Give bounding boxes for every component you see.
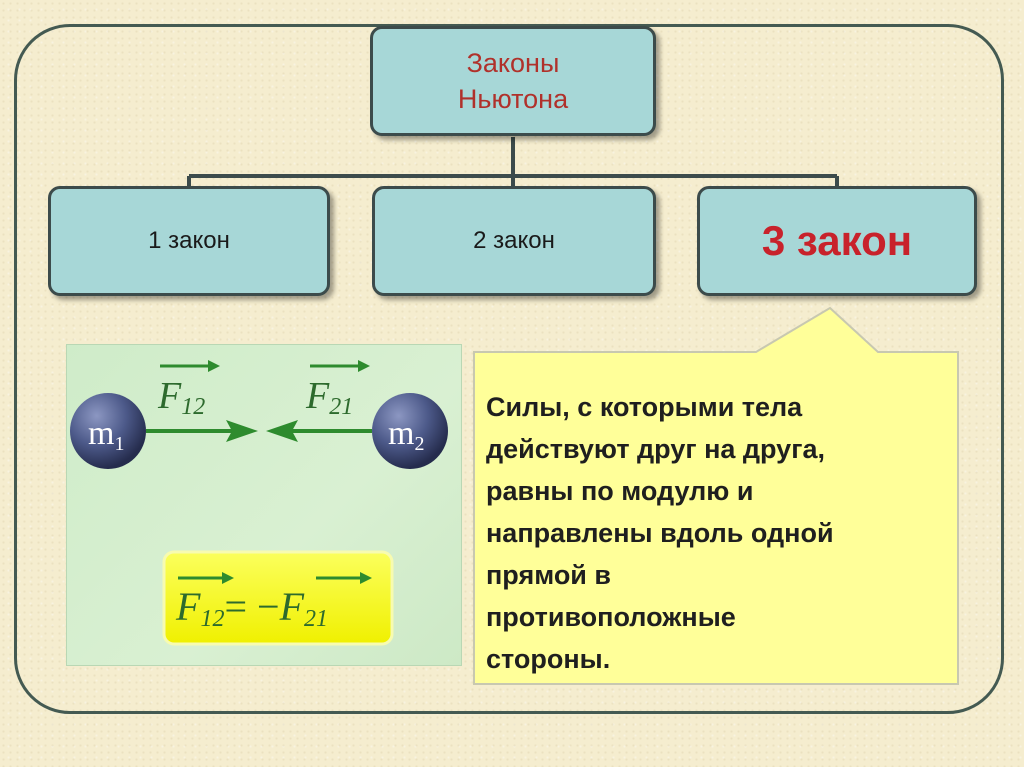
svg-text:F12: F12 <box>157 375 205 420</box>
force-12-vector-label: F12 <box>157 360 220 420</box>
force-21-vector-label: F21 <box>305 360 370 420</box>
svg-text:F21: F21 <box>305 375 353 420</box>
third-law-formula: F12= −F21 <box>164 552 392 644</box>
third-law-statement: Силы, с которыми тела действуют друг на … <box>486 386 936 680</box>
